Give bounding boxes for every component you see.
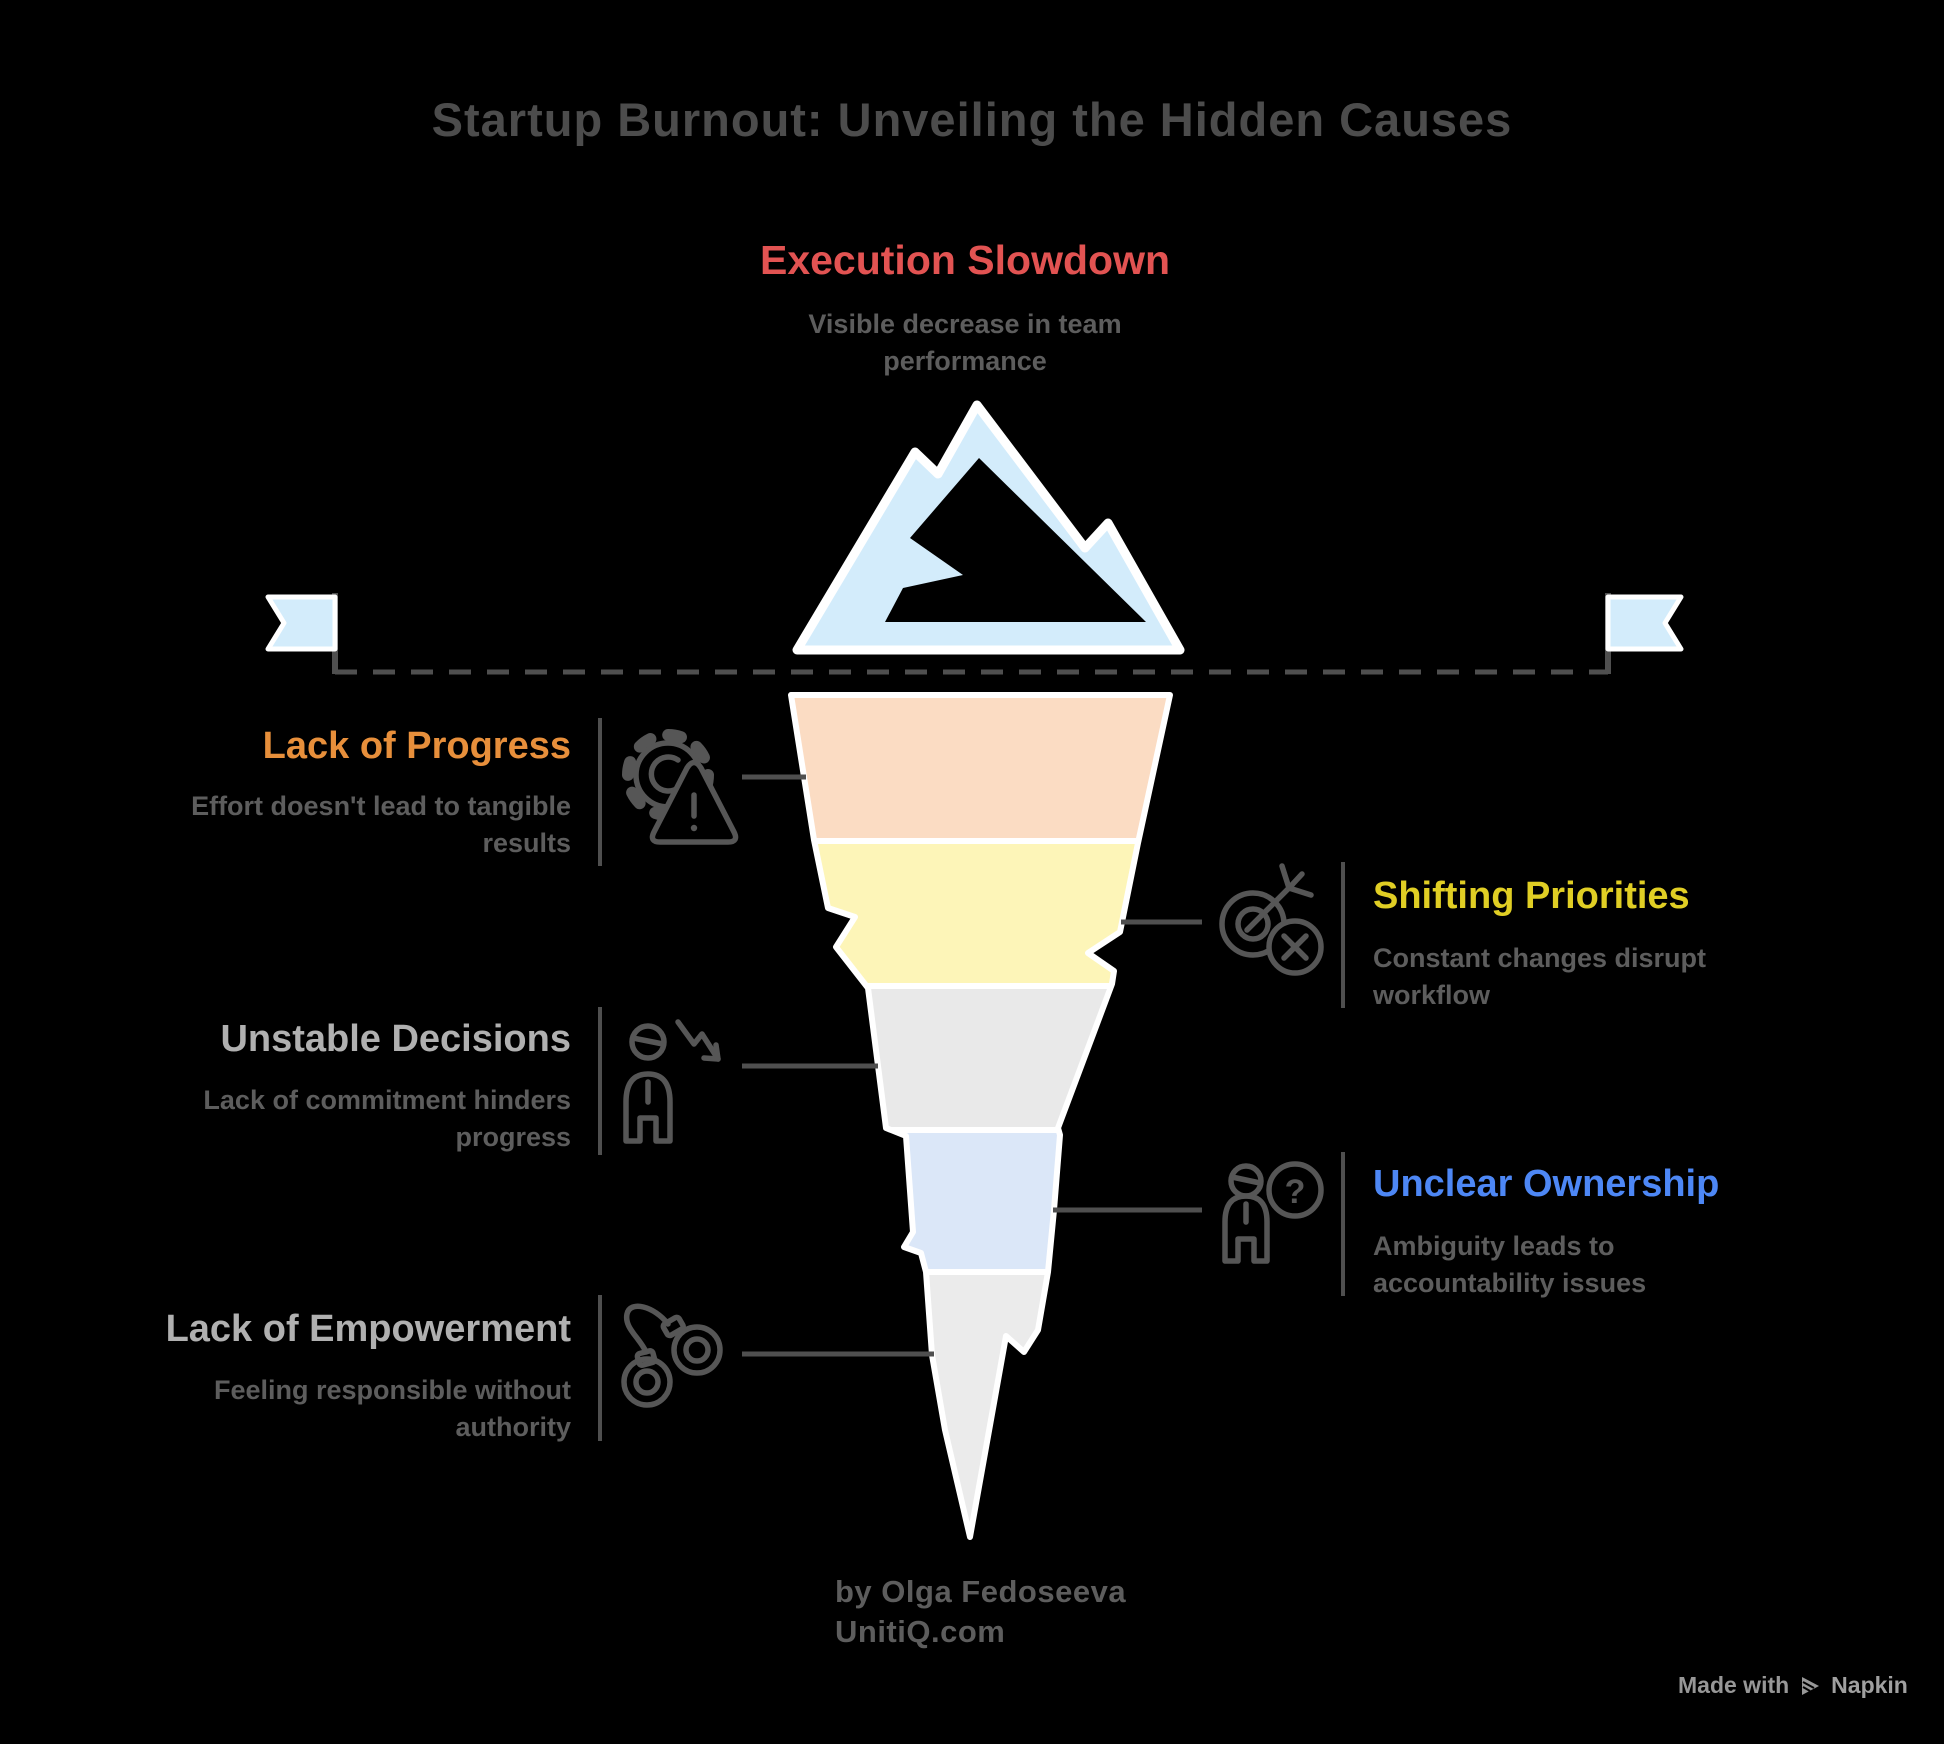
- description-lack-of-progress: Effort doesn't lead to tangible results: [191, 791, 571, 858]
- heading-unstable-decisions: Unstable Decisions: [220, 1018, 571, 1060]
- napkin-logo-icon: [1802, 1676, 1820, 1695]
- flag-icon-right: [1605, 593, 1684, 674]
- gear-warning-icon: [622, 729, 739, 845]
- description-lack-of-empowerment: Feeling responsible without authority: [213, 1375, 571, 1442]
- page-title: Startup Burnout: Unveiling the Hidden Ca…: [431, 93, 1513, 146]
- author-name: by Olga Fedoseeva: [835, 1574, 1127, 1609]
- connector-lines: [742, 774, 1202, 1357]
- flag-icon-left: [265, 593, 338, 674]
- description-execution-slowdown: Visible decrease in team performance: [808, 309, 1122, 376]
- target-miss-icon: [1219, 863, 1324, 976]
- heading-lack-of-empowerment: Lack of Empowerment: [165, 1308, 571, 1350]
- dividers: [598, 718, 1345, 1441]
- person-question-icon: ?: [1222, 1161, 1324, 1264]
- author-site: UnitiQ.com: [835, 1614, 1006, 1649]
- heading-unclear-ownership: Unclear Ownership: [1373, 1163, 1720, 1205]
- made-with-label: Made with: [1678, 1672, 1790, 1698]
- heading-shifting-priorities: Shifting Priorities: [1373, 875, 1690, 917]
- question-glyph: ?: [1285, 1173, 1306, 1211]
- description-shifting-priorities: Constant changes disrupt workflow: [1373, 943, 1707, 1010]
- description-unclear-ownership: Ambiguity leads to accountability issues: [1373, 1231, 1647, 1298]
- description-unstable-decisions: Lack of commitment hinders progress: [203, 1085, 571, 1152]
- heading-lack-of-progress: Lack of Progress: [262, 725, 571, 767]
- made-with-napkin[interactable]: Made with Napkin: [1678, 1672, 1908, 1699]
- person-decline-icon: [623, 1019, 721, 1144]
- mountain-icon: [792, 400, 1185, 655]
- heading-execution-slowdown: Execution Slowdown: [759, 237, 1171, 283]
- author-credit: by Olga Fedoseeva UnitiQ.com: [835, 1572, 1355, 1652]
- iceberg-underwater-body: [788, 692, 1173, 1540]
- handcuffs-icon: [621, 1303, 723, 1408]
- napkin-brand-label: Napkin: [1831, 1672, 1908, 1698]
